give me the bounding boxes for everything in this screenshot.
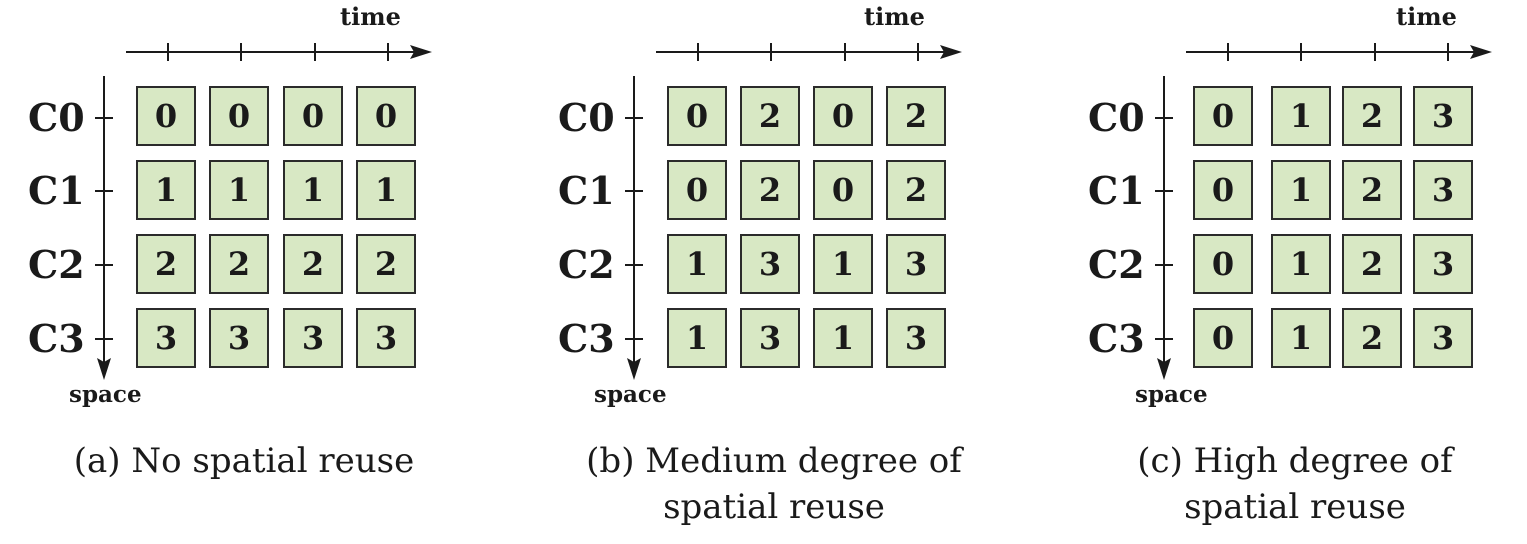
- core-label-c1: C1: [28, 168, 85, 213]
- core-label-c0: C0: [1088, 95, 1145, 140]
- grid-cell: 2: [1342, 234, 1402, 294]
- grid-cell: 2: [209, 234, 269, 294]
- space-axis-label: space: [594, 381, 667, 408]
- grid-cell: 1: [1271, 234, 1331, 294]
- caption-line-1: (c) High degree of: [1137, 441, 1453, 481]
- grid-cell: 1: [667, 234, 727, 294]
- grid-cell: 3: [886, 234, 946, 294]
- core-label-c2: C2: [28, 242, 85, 287]
- grid-cell: 0: [1193, 160, 1253, 220]
- grid-cell: 2: [1342, 308, 1402, 368]
- core-label-c2: C2: [1088, 242, 1145, 287]
- grid-cell: 2: [136, 234, 196, 294]
- time-axis-label: time: [1396, 2, 1457, 31]
- grid-cell: 3: [886, 308, 946, 368]
- grid-cell: 3: [740, 308, 800, 368]
- grid-cell: 1: [813, 234, 873, 294]
- grid-cell: 0: [667, 160, 727, 220]
- grid-cell: 0: [1193, 86, 1253, 146]
- panel-c: time space C0 C1 C2 C3 0 1 2 3 0 1 2 3 0…: [1060, 0, 1527, 544]
- grid-cell: 3: [209, 308, 269, 368]
- grid-cell: 2: [1342, 160, 1402, 220]
- core-label-c3: C3: [28, 316, 85, 361]
- grid-cell: 0: [356, 86, 416, 146]
- panel-b: time space C0 C1 C2 C3 0 2 0 2 0 2 0 2 1…: [530, 0, 1039, 544]
- core-label-c3: C3: [558, 316, 615, 361]
- grid-cell: 0: [1193, 308, 1253, 368]
- grid-cell: 1: [1271, 86, 1331, 146]
- grid-cell: 2: [1342, 86, 1402, 146]
- grid-cell: 0: [1193, 234, 1253, 294]
- grid-cell: 2: [886, 160, 946, 220]
- grid-cell: 2: [886, 86, 946, 146]
- grid-cell: 0: [813, 160, 873, 220]
- panel-caption: (b) Medium degree of spatial reuse: [574, 438, 974, 530]
- core-label-c0: C0: [28, 95, 85, 140]
- caption-line-2: spatial reuse: [1184, 487, 1406, 527]
- grid-cell: 2: [740, 160, 800, 220]
- grid-cell: 1: [283, 160, 343, 220]
- core-label-c1: C1: [1088, 168, 1145, 213]
- grid-cell: 0: [209, 86, 269, 146]
- grid-cell: 1: [813, 308, 873, 368]
- grid-cell: 1: [209, 160, 269, 220]
- space-axis-label: space: [1135, 381, 1208, 408]
- grid-cell: 0: [813, 86, 873, 146]
- grid-cell: 3: [356, 308, 416, 368]
- core-label-c0: C0: [558, 95, 615, 140]
- grid-cell: 2: [740, 86, 800, 146]
- grid-cell: 3: [1413, 308, 1473, 368]
- grid-cell: 1: [136, 160, 196, 220]
- axes: [625, 43, 962, 380]
- grid-cell: 3: [283, 308, 343, 368]
- grid-cell: 3: [1413, 234, 1473, 294]
- time-axis-label: time: [340, 2, 401, 31]
- grid-cell: 3: [1413, 160, 1473, 220]
- panel-a: time space C0 C1 C2 C3 0 0 0 0 1 1 1 1 2…: [0, 0, 509, 544]
- grid-cell: 3: [136, 308, 196, 368]
- grid-cell: 1: [1271, 160, 1331, 220]
- grid-cell: 1: [1271, 308, 1331, 368]
- caption-line-2: spatial reuse: [663, 487, 885, 527]
- caption-line-1: (b) Medium degree of: [586, 441, 962, 481]
- panel-caption: (c) High degree of spatial reuse: [1100, 438, 1490, 530]
- grid-cell: 3: [740, 234, 800, 294]
- grid-cell: 3: [1413, 86, 1473, 146]
- grid-cell: 1: [667, 308, 727, 368]
- grid-cell: 1: [356, 160, 416, 220]
- space-axis-label: space: [69, 381, 142, 408]
- grid-cell: 0: [136, 86, 196, 146]
- core-label-c2: C2: [558, 242, 615, 287]
- grid-cell: 2: [283, 234, 343, 294]
- panel-caption: (a) No spatial reuse: [44, 438, 444, 484]
- grid-cell: 2: [356, 234, 416, 294]
- core-label-c1: C1: [558, 168, 615, 213]
- caption-line-1: (a) No spatial reuse: [73, 441, 415, 481]
- core-label-c3: C3: [1088, 316, 1145, 361]
- grid-cell: 0: [283, 86, 343, 146]
- axes: [95, 43, 432, 380]
- time-axis-label: time: [864, 2, 925, 31]
- axes: [1155, 43, 1492, 380]
- grid-cell: 0: [667, 86, 727, 146]
